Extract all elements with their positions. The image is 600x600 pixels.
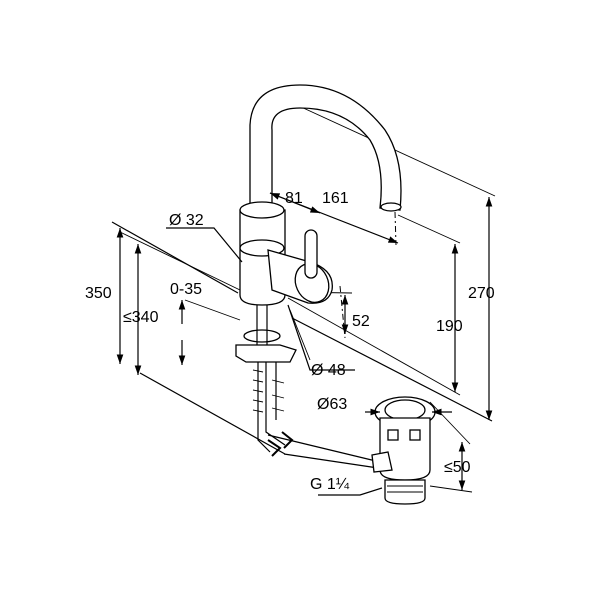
dim-350: 350 (85, 285, 112, 302)
dim-52: 52 (352, 313, 370, 330)
mounting-hardware (235, 305, 381, 463)
dim-270: 270 (468, 285, 495, 302)
dim-161: 161 (322, 190, 349, 207)
countertop-outline (111, 221, 493, 469)
dim-diameter-32: Ø 32 (169, 212, 204, 229)
dim-le-50: ≤50 (444, 459, 471, 476)
dim-0-35: 0-35 (170, 281, 202, 298)
dim-diameter-48: Ø 48 (311, 362, 346, 379)
popup-waste (371, 396, 436, 505)
dim-81: 81 (285, 190, 303, 207)
dim-diameter-63: Ø63 (317, 396, 347, 413)
dimension-lines (116, 192, 493, 496)
dim-thread-g-1-1-4: G 1¼ (310, 476, 350, 493)
dim-190: 190 (436, 318, 463, 335)
dim-le-340: ≤340 (123, 309, 159, 326)
